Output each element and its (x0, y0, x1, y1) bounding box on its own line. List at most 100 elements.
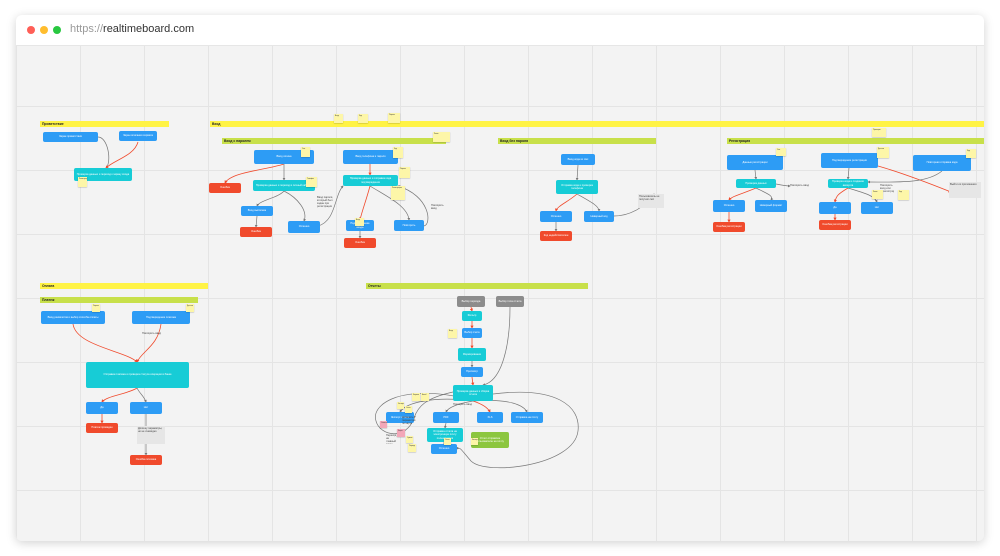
annotation-text[interactable]: Повторить ввод (790, 184, 810, 187)
flow-card-blue[interactable]: Ввод телефона и пароля (343, 150, 398, 164)
connector-arrow[interactable] (554, 193, 578, 212)
flow-card-red[interactable]: Ошибка (240, 227, 272, 237)
connector-arrow[interactable] (101, 387, 138, 403)
connector-arrow[interactable] (254, 215, 258, 228)
connector-arrow[interactable] (105, 141, 139, 169)
sticky-note[interactable]: Пароль (399, 167, 410, 178)
flow-card-blue[interactable]: Ввод логина (254, 150, 314, 164)
sticky-note[interactable]: Логин (872, 190, 883, 199)
maximize-window-button[interactable] (53, 26, 61, 34)
connector-arrow[interactable] (469, 306, 473, 312)
flow-card-blue[interactable]: Выбор счета (462, 328, 482, 338)
sticky-note[interactable]: Экспорт (397, 402, 404, 409)
flow-card-teal[interactable]: Отправка кода и проверка телефона (556, 180, 598, 194)
flow-card-blue[interactable]: Успешно (431, 444, 457, 454)
flow-card-blue[interactable]: Данные регистрации (727, 155, 783, 170)
minimize-window-button[interactable] (40, 26, 48, 34)
sticky-note[interactable]: Формат (412, 393, 420, 401)
sticky-note[interactable]: Проверка (872, 128, 886, 137)
connector-arrow[interactable] (575, 164, 579, 181)
sticky-note[interactable]: Карта (397, 429, 405, 437)
sticky-note[interactable]: Данные (877, 147, 889, 158)
sticky-note[interactable]: Логин (433, 132, 450, 142)
flow-card-blue[interactable]: Экспорт отчета (386, 412, 414, 423)
connector-arrow[interactable] (754, 169, 758, 180)
connector-arrow[interactable] (471, 376, 475, 386)
connector-arrow[interactable] (397, 185, 429, 227)
annotation-text[interactable]: Допишу параметры, но не очевидно (137, 426, 165, 444)
flow-card-blue[interactable]: Повторная отправка кода (913, 155, 971, 171)
sticky-note[interactable]: Вход (334, 114, 343, 123)
flow-card-blue[interactable]: Экран приветствия (43, 132, 98, 142)
flow-card-blue[interactable]: Успешно (713, 200, 745, 212)
flow-card-teal[interactable]: Формирование (458, 348, 486, 361)
connector-arrow[interactable] (472, 400, 491, 413)
connector-arrow[interactable] (444, 422, 447, 429)
connector-arrow[interactable] (413, 391, 454, 419)
sticky-note[interactable]: Код (966, 149, 976, 158)
sticky-note[interactable]: Отчет (405, 406, 412, 413)
flow-card-red[interactable]: Ошибка регистрации (819, 220, 851, 230)
flow-card-blue[interactable]: Вход выполнен (241, 206, 273, 216)
connector-arrow[interactable] (847, 187, 878, 203)
connector-arrow[interactable] (456, 391, 579, 469)
sticky-note[interactable]: Код (898, 190, 909, 200)
frame-header[interactable]: Вход без пароля (498, 138, 656, 144)
connector-arrow[interactable] (283, 190, 307, 222)
flow-card-gray[interactable]: Выбор периода (457, 296, 485, 307)
sticky-note[interactable]: Регистрация (391, 186, 405, 200)
connector-arrow[interactable] (358, 185, 371, 221)
close-window-button[interactable] (27, 26, 35, 34)
flow-card-teal[interactable]: Отправка платежа и проверка статуса опер… (86, 362, 189, 388)
flow-card-red[interactable]: Ошибка платежа (130, 455, 162, 465)
flow-card-blue[interactable]: Да (86, 402, 118, 414)
flow-card-blue[interactable]: Ввод реквизитов и выбор способа оплаты (41, 311, 105, 324)
sticky-note[interactable]: Код (358, 114, 368, 123)
flow-card-teal[interactable]: Проверка данных и сборка отчета (453, 385, 493, 401)
connector-arrow[interactable] (472, 400, 528, 413)
address-bar[interactable]: https://realtimeboard.com (70, 23, 194, 35)
flow-card-red[interactable]: Ошибка (344, 238, 376, 248)
flow-card-red[interactable]: Ошибка (209, 183, 241, 193)
connector-arrow[interactable] (136, 323, 162, 363)
connector-arrow[interactable] (576, 193, 601, 212)
flow-card-red[interactable]: Платеж проведен (86, 423, 118, 433)
annotation-text[interactable]: Переход на главный экран (386, 434, 397, 444)
flow-card-blue[interactable]: Неверный формат (755, 200, 787, 212)
flow-card-teal[interactable]: Проверка данных и переход в личный кабин… (253, 180, 315, 191)
annotation-text[interactable]: Выйти из приложения (949, 182, 981, 198)
annotation-text[interactable]: Повторить вход или зарегистрироваться (880, 184, 894, 193)
frame-header[interactable]: Регистрация (727, 138, 984, 144)
flow-card-blue[interactable]: Нет (130, 402, 162, 414)
connector-arrow[interactable] (833, 187, 849, 203)
flow-card-blue[interactable]: XLS (477, 412, 503, 423)
sticky-note[interactable]: Смс (301, 147, 310, 157)
annotation-text[interactable]: Добавить параметры по карте (402, 416, 416, 425)
sticky-note[interactable]: Код (393, 147, 403, 158)
sticky-note[interactable]: Пароль (92, 304, 100, 312)
connector-arrow[interactable] (877, 165, 952, 193)
connector-arrow[interactable] (867, 170, 943, 184)
annotation-text[interactable]: Повторить ввод (453, 403, 473, 406)
connector-arrow[interactable] (445, 400, 474, 413)
flow-card-teal[interactable]: Фильтр (462, 311, 482, 321)
flow-card-red[interactable]: Код недействителен (540, 231, 572, 241)
sticky-note[interactable]: Данные (186, 304, 194, 312)
flow-card-blue[interactable]: Неверный код (584, 211, 614, 222)
flow-card-red[interactable]: Ошибка регистрации (713, 222, 745, 232)
connector-arrow[interactable] (224, 163, 285, 184)
frame-header[interactable]: Вход с паролем (222, 138, 446, 144)
flow-card-blue[interactable]: Подтверждение платежа (132, 311, 190, 324)
annotation-text[interactable]: Пользователь не получил смс (638, 194, 664, 208)
flow-card-blue[interactable]: Просмотр (461, 367, 483, 377)
sticky-note[interactable]: Фильтр (471, 438, 478, 445)
flow-card-blue[interactable]: PDF (433, 412, 459, 423)
annotation-text[interactable]: Ввод пароля, который был задан при регис… (317, 196, 333, 208)
flow-card-blue[interactable]: Подтверждение регистрации (821, 153, 878, 168)
flow-card-blue[interactable]: Экран описания сервиса (119, 131, 157, 141)
sticky-note[interactable]: Регистрация (78, 177, 87, 187)
sticky-note[interactable]: Период (408, 444, 416, 452)
connector-arrow[interactable] (846, 167, 850, 180)
connector-arrow[interactable] (136, 387, 147, 403)
